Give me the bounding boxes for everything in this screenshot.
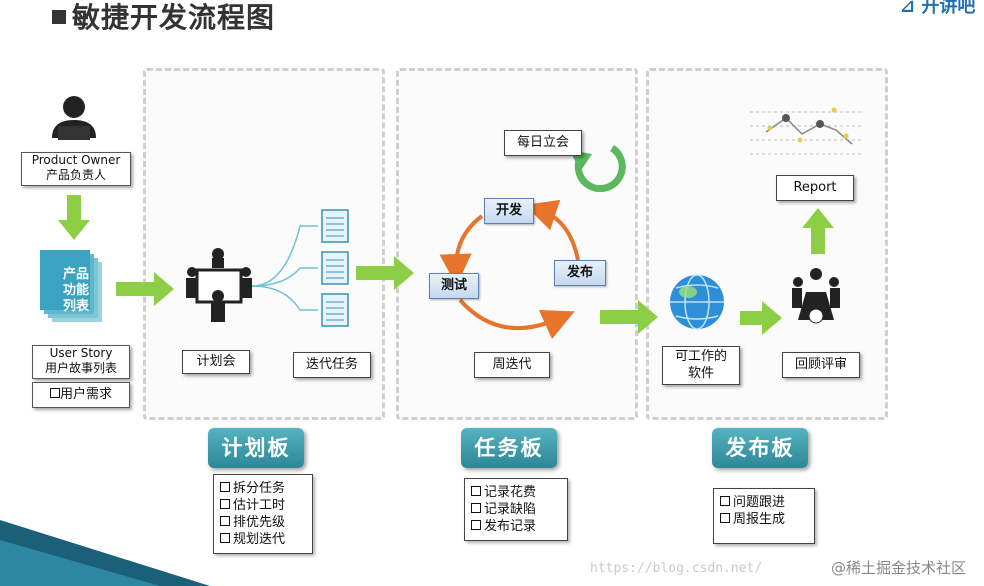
- corner-logo: ⊿ 开讲吧: [900, 0, 976, 17]
- cycle-test-node: 测试: [429, 273, 479, 299]
- title-bullet-icon: [52, 10, 66, 24]
- globe-icon: [670, 274, 724, 330]
- down-arrow-icon: [58, 195, 90, 240]
- list-item: 估计工时: [220, 497, 306, 514]
- task-document-icon: [321, 209, 349, 243]
- iteration-tasks-label: 迭代任务: [293, 352, 371, 378]
- checkbox-icon: [49, 388, 60, 398]
- meeting-icon: [186, 248, 252, 322]
- page-title: 敏捷开发流程图: [52, 0, 275, 36]
- corner-decoration: [0, 520, 210, 586]
- backlog-stack-label: 产品 功能 列表: [62, 267, 89, 314]
- release-board-title: 发布板: [712, 428, 808, 468]
- list-item: 问题跟进: [720, 494, 808, 511]
- right-arrow-icon: [600, 300, 658, 334]
- review-label: 回顾评审: [782, 352, 860, 378]
- task-document-icon: [321, 251, 349, 285]
- site-watermark: @稀土掘金技术社区: [830, 559, 966, 577]
- task-document-icon: [321, 293, 349, 327]
- list-item: 记录花费: [471, 484, 561, 501]
- working-software-label: 可工作的 软件: [662, 346, 740, 385]
- up-arrow-icon: [802, 208, 834, 254]
- right-arrow-icon: [356, 256, 414, 290]
- planning-board-list: 拆分任务 估计工时 排优先级 规划迭代: [213, 474, 313, 554]
- list-item: 记录缺陷: [471, 501, 561, 518]
- task-board-title: 任务板: [461, 428, 557, 468]
- list-item: 排优先级: [220, 514, 306, 531]
- task-board-list: 记录花费 记录缺陷 发布记录: [464, 478, 568, 541]
- planning-board-title: 计划板: [208, 428, 304, 468]
- list-item: 周报生成: [720, 511, 808, 528]
- faint-url-watermark: https://blog.csdn.net/: [590, 561, 763, 576]
- user-story-label: User Story 用户故事列表: [32, 345, 130, 379]
- review-meeting-icon: [792, 268, 840, 324]
- user-needs-label: 用户需求: [32, 382, 130, 408]
- cycle-release-node: 发布: [554, 260, 606, 286]
- weekly-iteration-label: 周迭代: [474, 352, 550, 378]
- release-board-list: 问题跟进 周报生成: [713, 488, 815, 544]
- list-item: 发布记录: [471, 518, 561, 535]
- product-owner-icon: [52, 96, 96, 140]
- list-item: 拆分任务: [220, 480, 306, 497]
- fanout-lines: [251, 225, 318, 311]
- daily-standup-label: 每日立会: [504, 130, 582, 156]
- plan-meeting-label: 计划会: [182, 350, 250, 374]
- report-label: Report: [776, 175, 854, 201]
- report-chart-icon: [750, 107, 862, 155]
- list-item: 规划迭代: [220, 531, 306, 548]
- right-arrow-icon: [740, 301, 782, 335]
- backlog-stack-icon: [40, 250, 102, 322]
- cycle-develop-node: 开发: [484, 198, 534, 224]
- right-arrow-icon: [116, 272, 174, 306]
- iteration-cycle-arrows: [439, 199, 580, 340]
- product-owner-label: Product Owner 产品负责人: [21, 152, 131, 186]
